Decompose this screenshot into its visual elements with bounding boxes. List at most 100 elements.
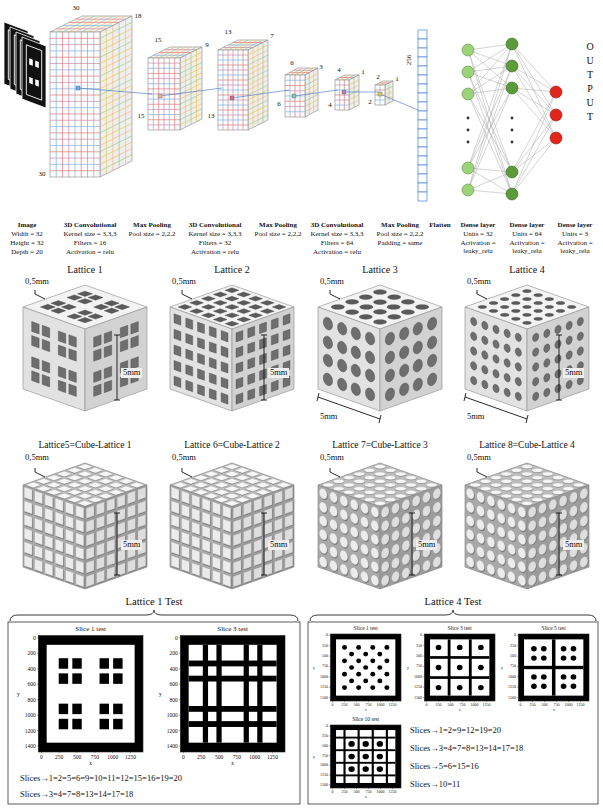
strut-end — [521, 472, 532, 476]
strut-end — [497, 499, 505, 510]
kernel-patch — [342, 90, 346, 94]
strut-shadow — [374, 487, 385, 491]
grid-line — [76, 19, 126, 20]
strut-end — [528, 534, 536, 545]
strut-end — [552, 490, 563, 494]
axis-tick: 600 — [28, 681, 36, 687]
slice-solid — [349, 665, 354, 670]
square-hole — [42, 361, 49, 373]
slice-plot: Slice 5 test0250500750100012501500025050… — [500, 625, 592, 715]
grid-line — [191, 53, 192, 125]
strut-end — [381, 548, 389, 559]
slice-window — [26, 45, 41, 100]
strut-shadow — [560, 496, 568, 507]
strut-end — [107, 566, 115, 579]
grid-line — [81, 32, 82, 177]
strut-end — [55, 525, 63, 538]
grid-line — [148, 78, 180, 79]
grid-line — [100, 92, 132, 108]
square-hole — [209, 373, 216, 384]
slice-solid — [384, 685, 389, 690]
strut-shadow — [108, 553, 116, 566]
strut-end — [77, 471, 93, 477]
strut-shadow — [563, 480, 574, 484]
round-hole — [534, 301, 543, 304]
strut-end — [87, 468, 103, 474]
strut-end — [412, 509, 420, 520]
grid-line — [159, 52, 191, 53]
strut-end — [223, 560, 231, 573]
strut-shadow — [552, 491, 563, 495]
round-hole — [533, 392, 539, 400]
dimension-label: 5mm — [268, 368, 289, 378]
grid-line — [88, 16, 120, 32]
output-neuron — [550, 109, 562, 121]
strut-end — [511, 498, 522, 502]
strut-end — [171, 501, 179, 514]
grid-line — [335, 95, 349, 96]
square-hole — [186, 334, 193, 345]
square-hole — [237, 309, 251, 314]
axes-frame — [330, 634, 401, 701]
strut-end — [549, 540, 557, 551]
strut-shadow — [403, 514, 411, 525]
strut-shadow — [539, 572, 547, 583]
strut-shadow — [581, 489, 589, 500]
square-hole — [58, 345, 65, 357]
strut-end — [192, 535, 200, 548]
slice-solid — [384, 672, 389, 677]
strut-end — [532, 468, 543, 472]
round-hole — [427, 336, 436, 349]
flatten-unit — [418, 165, 427, 174]
strut-end — [234, 468, 250, 474]
grid-line — [285, 80, 305, 81]
strut-end — [323, 483, 334, 487]
slice-hole — [29, 77, 33, 85]
flatten-unit — [418, 138, 427, 147]
square-hole — [248, 373, 255, 384]
grid-line — [50, 101, 100, 102]
round-hole — [566, 380, 572, 388]
axis-label: x — [459, 708, 461, 713]
grid-line — [148, 73, 180, 74]
slice-solid — [561, 646, 567, 651]
strut-shadow — [255, 553, 263, 566]
strut-end — [333, 487, 344, 491]
strut-end — [214, 490, 230, 496]
round-hole — [338, 341, 347, 354]
strut-end — [423, 560, 431, 571]
strut-shadow — [139, 488, 147, 501]
strut-end — [107, 539, 115, 552]
grid-line — [100, 142, 132, 158]
axis-tick: 1200 — [25, 728, 36, 734]
grid-line — [218, 65, 248, 66]
axis-tick: 500 — [354, 790, 360, 795]
strut-shadow — [521, 465, 532, 469]
round-hole — [511, 294, 520, 297]
cube-face — [527, 485, 589, 589]
strut-end — [466, 543, 474, 554]
strut-shadow — [87, 574, 95, 587]
strut-shadow — [539, 545, 547, 556]
round-hole — [504, 374, 510, 382]
strut-shadow — [392, 504, 400, 515]
round-hole — [515, 348, 521, 356]
strut-end — [285, 501, 293, 514]
strut-end — [381, 507, 389, 518]
strut-end — [67, 475, 83, 481]
grid-line — [340, 77, 354, 78]
strut-end — [35, 518, 43, 531]
axis-tick: 0 — [182, 754, 185, 760]
dimension-label: 5mm — [563, 368, 584, 378]
strut-shadow — [403, 568, 411, 579]
grid-line — [218, 90, 248, 91]
strut-end — [559, 564, 567, 575]
strut-end — [559, 496, 567, 507]
synapse-line — [468, 44, 512, 94]
strut-shadow — [560, 510, 568, 521]
projection-line — [344, 92, 378, 93]
strut-shadow — [395, 480, 406, 484]
strut-shadow — [581, 557, 589, 568]
strut-shadow — [552, 476, 563, 480]
